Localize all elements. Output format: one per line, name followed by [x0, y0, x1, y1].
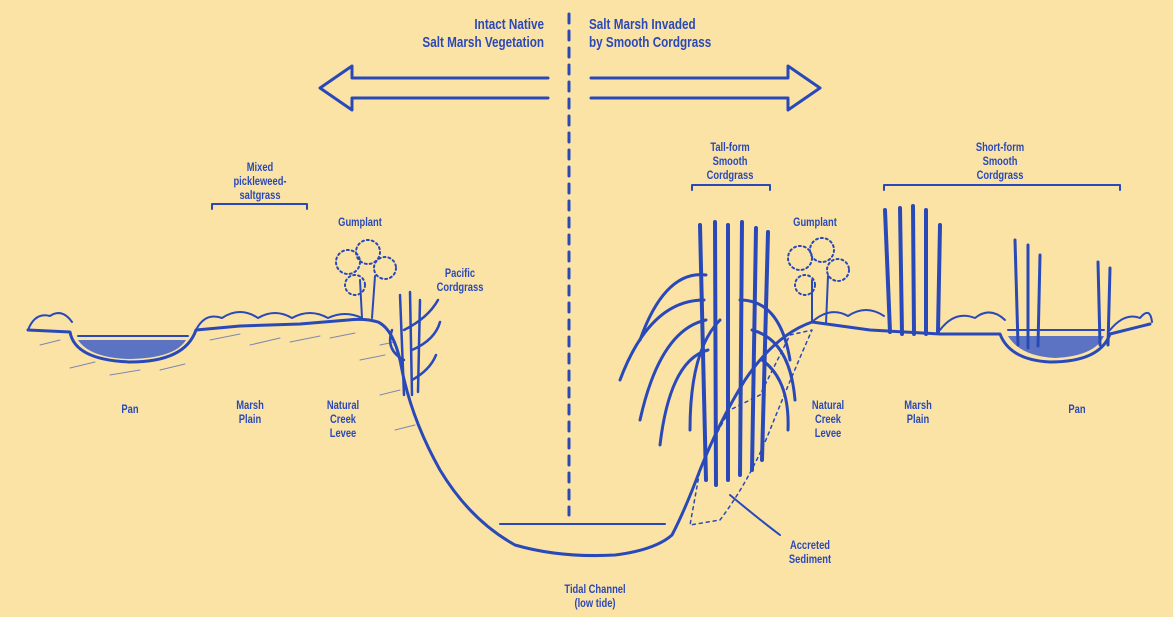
- pickleweed-right: [812, 310, 884, 322]
- pickleweed-far-right: [940, 312, 1005, 330]
- label-gumplant-left: Gumplant: [329, 215, 391, 229]
- label-marsh-plain-left: Marsh Plain: [227, 398, 274, 426]
- short-form-cordgrass-pan: [1015, 240, 1110, 348]
- gumplant-left: [336, 240, 396, 318]
- header-invaded: Salt Marsh Invaded by Smooth Cordgrass: [589, 16, 761, 52]
- label-pan-right: Pan: [1061, 402, 1092, 416]
- tall-form-bracket: [692, 185, 770, 190]
- right-arrow: [591, 66, 820, 110]
- header-intact-native: Intact Native Salt Marsh Vegetation: [372, 16, 544, 52]
- short-form-bracket: [884, 185, 1120, 190]
- label-pacific-cordgrass: Pacific Cordgrass: [433, 266, 488, 294]
- mixed-bracket: [212, 204, 307, 209]
- label-levee-right: Natural Creek Levee: [805, 398, 852, 440]
- label-accreted-sediment: Accreted Sediment: [779, 538, 841, 566]
- label-levee-left: Natural Creek Levee: [320, 398, 367, 440]
- label-short-form-cordgrass: Short-form Smooth Cordgrass: [965, 140, 1035, 182]
- gumplant-right: [788, 238, 849, 324]
- accreted-pointer: [730, 495, 780, 535]
- label-tidal-channel: Tidal Channel (low tide): [552, 582, 638, 610]
- left-arrow: [320, 66, 548, 110]
- tall-form-leaves: [620, 275, 795, 445]
- ground-profile: [28, 319, 1150, 555]
- label-marsh-plain-right: Marsh Plain: [895, 398, 942, 426]
- label-pan-left: Pan: [114, 402, 145, 416]
- pacific-cordgrass: [390, 292, 440, 395]
- label-gumplant-right: Gumplant: [784, 215, 846, 229]
- label-tall-form-cordgrass: Tall-form Smooth Cordgrass: [699, 140, 761, 182]
- short-form-cordgrass: [885, 206, 940, 334]
- pickleweed-left: [28, 313, 72, 330]
- label-mixed-pickleweed-saltgrass: Mixed pickleweed- saltgrass: [217, 160, 303, 202]
